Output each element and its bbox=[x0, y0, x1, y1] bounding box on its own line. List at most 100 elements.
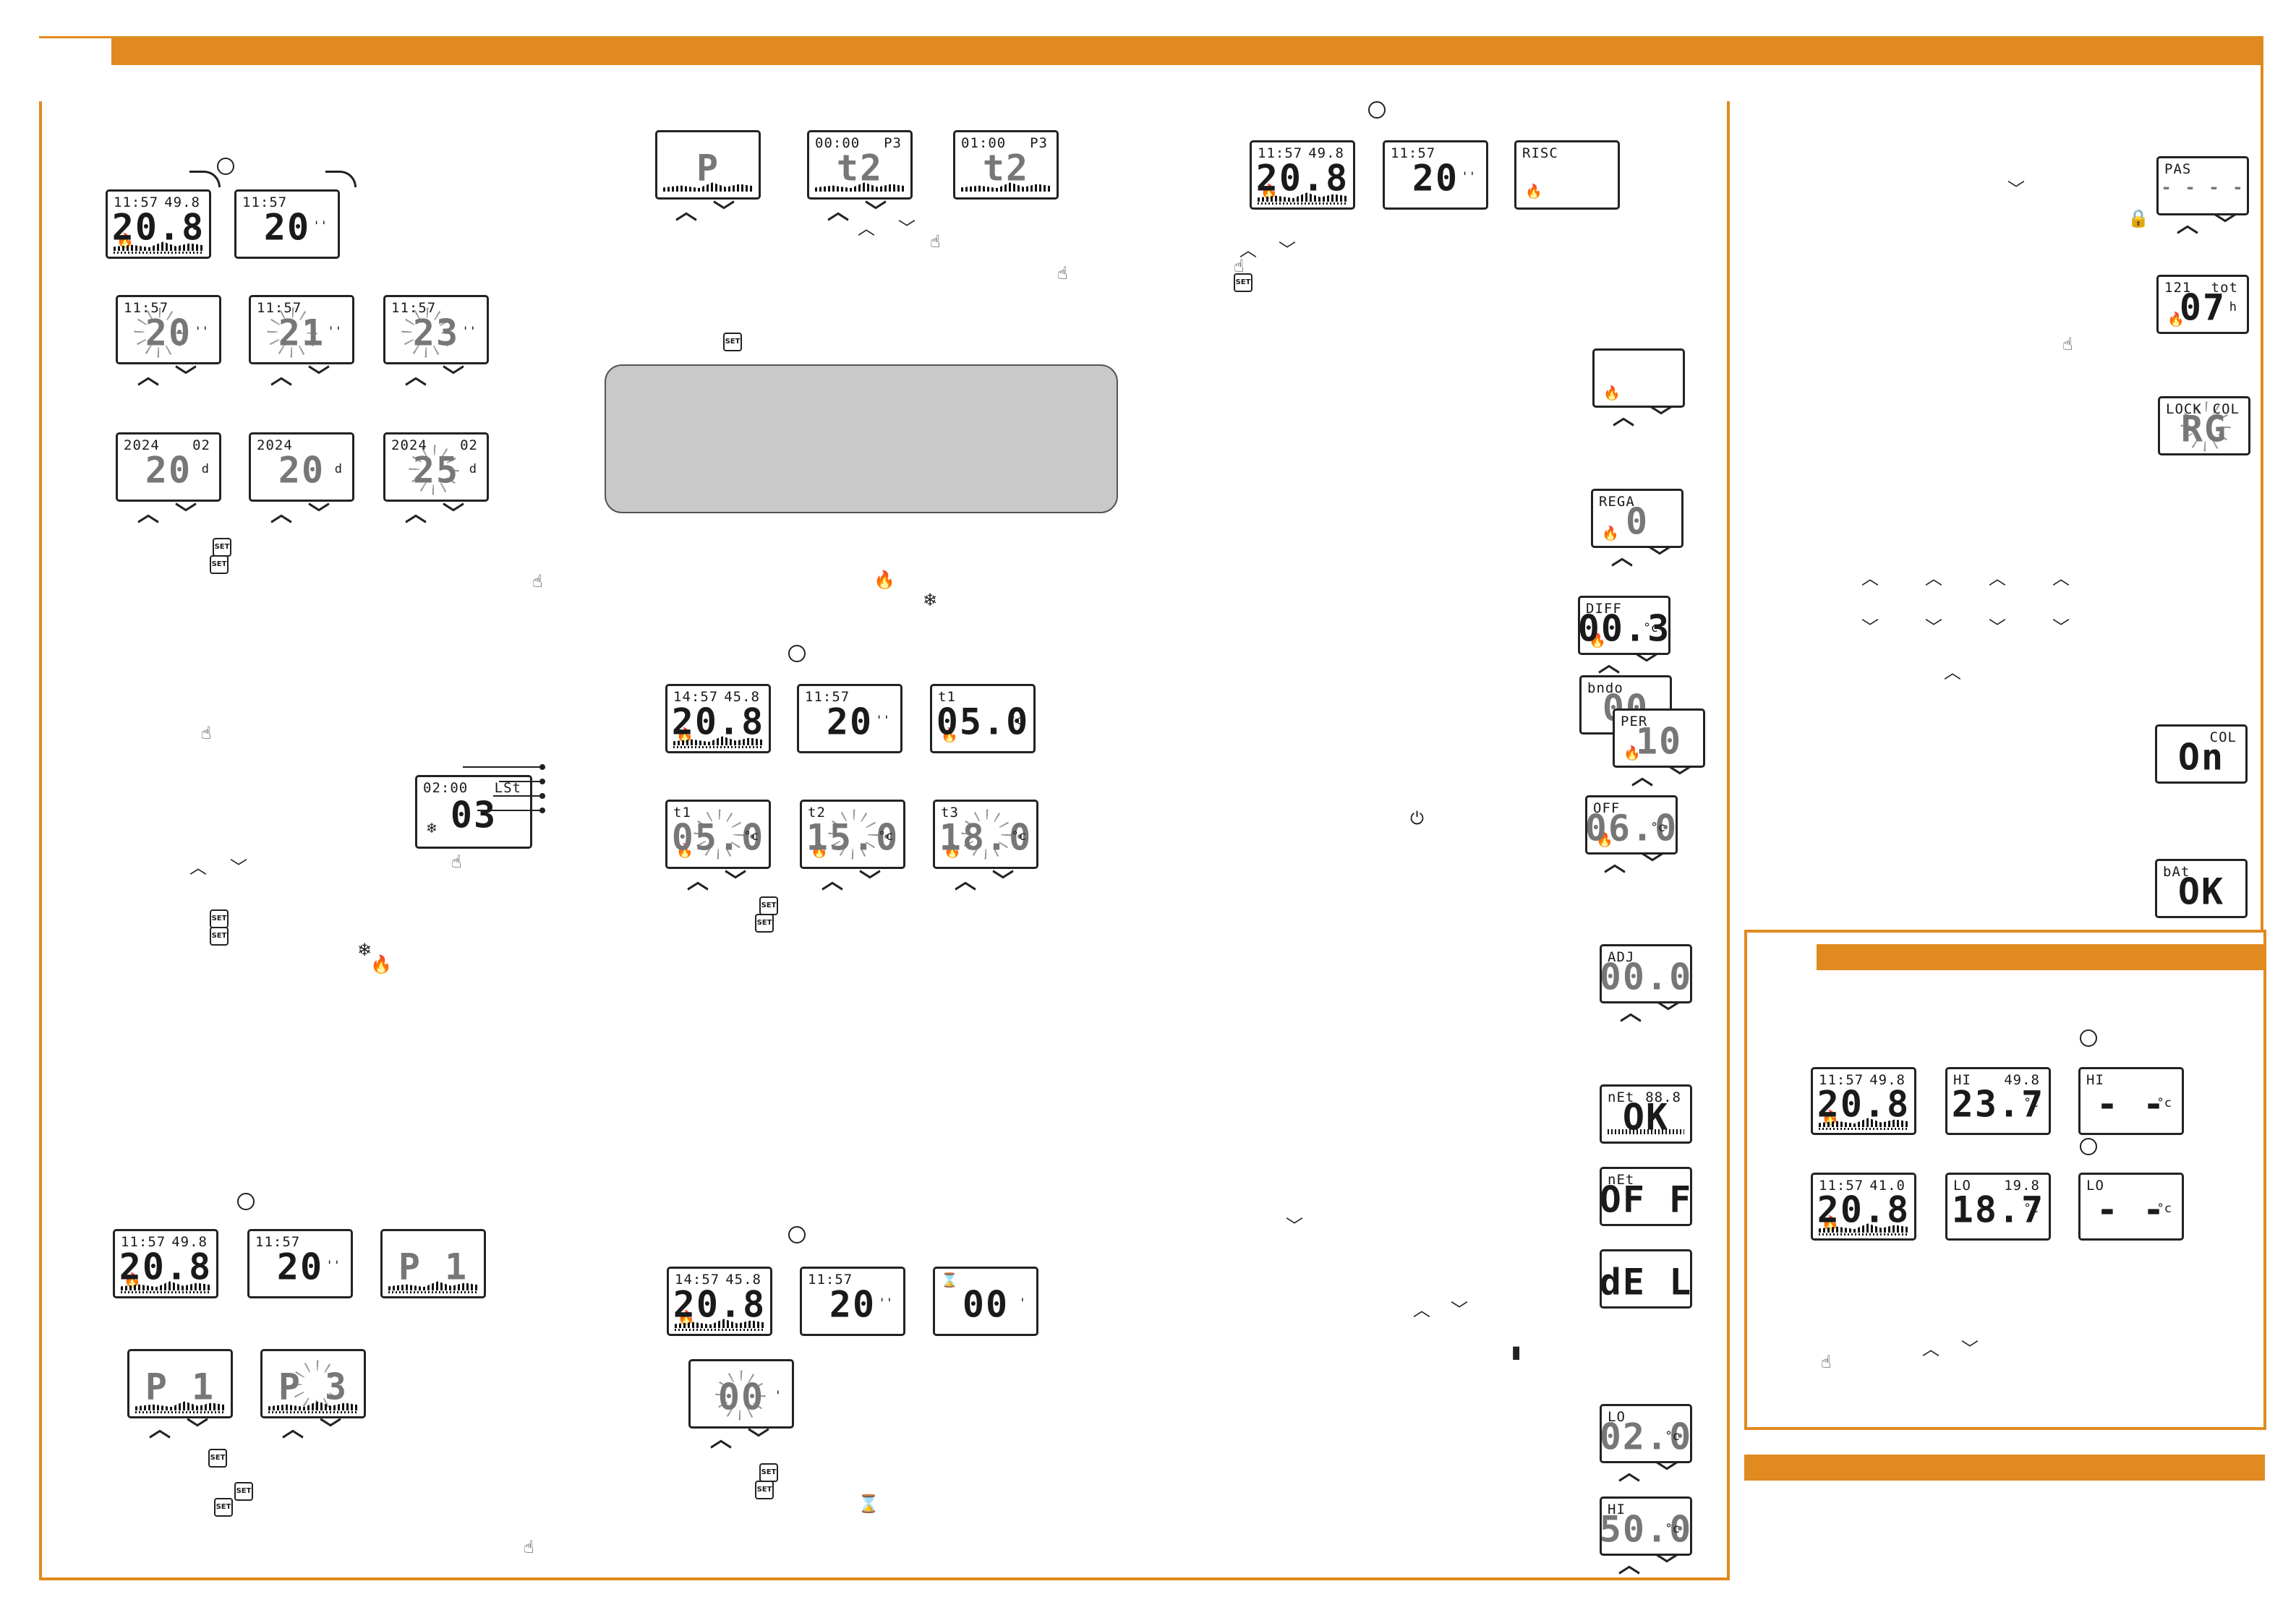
up-down-arrows[interactable]: ︿﹀ bbox=[1604, 852, 1679, 877]
lcd-label: PER bbox=[1621, 714, 1648, 729]
up-down-arrows[interactable]: ︿﹀ bbox=[137, 502, 213, 527]
hand-icon[interactable]: ☝ bbox=[532, 571, 543, 591]
up-down-arrows[interactable]: ︿﹀ bbox=[270, 502, 346, 527]
lcd-screen: 11:57 20 '' bbox=[234, 189, 340, 259]
lcd-screen: ⌛ 00 ' bbox=[933, 1267, 1038, 1336]
program-ticks bbox=[673, 746, 763, 748]
set-button-icon[interactable]: SET bbox=[759, 1463, 778, 1482]
set-button-icon[interactable]: SET bbox=[213, 538, 231, 557]
up-down-arrows[interactable]: ︿﹀ bbox=[405, 502, 480, 527]
chevron-up-icon[interactable]: ︿ bbox=[1413, 1300, 1430, 1320]
chevron-up-icon[interactable]: ︿ bbox=[858, 218, 875, 239]
chevron-down-icon[interactable]: ﹀ bbox=[1861, 617, 1879, 638]
hand-icon[interactable]: ☝ bbox=[1821, 1352, 1832, 1372]
up-down-arrows[interactable]: ︿﹀ bbox=[405, 364, 480, 390]
lcd-unit: °c bbox=[2156, 1095, 2172, 1110]
up-down-arrows[interactable]: ︿﹀ bbox=[710, 1427, 785, 1452]
up-down-arrows[interactable]: ︿﹀ bbox=[821, 869, 897, 894]
lcd-value: P 1 bbox=[398, 1246, 469, 1288]
blink-rays bbox=[134, 307, 184, 358]
set-button-icon[interactable]: SET bbox=[723, 333, 742, 351]
flame-icon: 🔥 bbox=[944, 842, 961, 859]
lcd-screen: 11:57 20 '' bbox=[800, 1267, 905, 1336]
step-circle bbox=[2080, 1029, 2097, 1047]
chevron-down-icon[interactable]: ﹀ bbox=[2052, 617, 2070, 638]
chevron-down-icon[interactable]: ﹀ bbox=[2007, 179, 2025, 200]
chevron-up-icon[interactable]: ︿ bbox=[1861, 568, 1879, 588]
chevron-up-icon[interactable]: ︿ bbox=[1922, 1339, 1939, 1359]
up-down-arrows[interactable]: ︿﹀ bbox=[282, 1417, 357, 1442]
chevron-down-icon[interactable]: ﹀ bbox=[898, 218, 916, 239]
up-down-arrows[interactable]: ︿﹀ bbox=[1631, 765, 1707, 790]
lcd-label: OFF bbox=[1593, 800, 1621, 816]
hand-icon[interactable]: ☝ bbox=[930, 231, 941, 252]
lcd-unit: '' bbox=[875, 713, 890, 728]
chevron-down-icon[interactable]: ﹀ bbox=[1961, 1339, 1979, 1359]
set-button-icon[interactable]: SET bbox=[214, 1498, 233, 1517]
up-down-arrows[interactable]: ︿﹀ bbox=[137, 364, 213, 390]
power-icon[interactable]: ⏻ bbox=[1410, 808, 1424, 828]
up-down-arrows[interactable]: ︿﹀ bbox=[1618, 1460, 1694, 1486]
lcd-label: tot bbox=[2211, 280, 2238, 296]
lcd-screen: P 1 bbox=[380, 1229, 486, 1298]
set-button-icon[interactable]: SET bbox=[210, 927, 229, 946]
up-down-arrows[interactable]: ︿﹀ bbox=[687, 869, 762, 894]
chevron-up-icon[interactable]: ︿ bbox=[2052, 568, 2070, 588]
set-button-icon[interactable]: SET bbox=[759, 896, 778, 915]
chevron-up-icon[interactable]: ︿ bbox=[1944, 662, 1961, 682]
flame-icon: 🔥 bbox=[676, 842, 694, 859]
lcd-clock: 11:57 bbox=[1258, 145, 1303, 161]
up-down-arrows[interactable]: ︿﹀ bbox=[1618, 1553, 1694, 1578]
lcd-humidity: 45.8 bbox=[725, 1272, 761, 1288]
set-button-icon[interactable]: SET bbox=[755, 914, 774, 933]
snowflake-icon: ❄ bbox=[426, 820, 438, 836]
chevron-down-icon[interactable]: ﹀ bbox=[1451, 1300, 1468, 1320]
up-down-arrows[interactable]: ︿﹀ bbox=[149, 1417, 224, 1442]
chevron-up-icon[interactable]: ︿ bbox=[1989, 568, 2006, 588]
chevron-up-icon[interactable]: ︿ bbox=[1239, 240, 1257, 260]
up-down-arrows[interactable]: ︿﹀ bbox=[270, 364, 346, 390]
hand-icon[interactable]: ☝ bbox=[1057, 263, 1068, 283]
chevron-down-icon[interactable]: ﹀ bbox=[1925, 617, 1942, 638]
header-accent bbox=[39, 36, 111, 38]
snowflake-icon: ❄ bbox=[357, 940, 372, 960]
up-down-arrows[interactable]: ︿﹀ bbox=[827, 200, 902, 225]
up-down-arrows[interactable]: ︿﹀ bbox=[2177, 213, 2252, 238]
set-button-icon[interactable]: SET bbox=[755, 1481, 774, 1499]
up-down-arrows[interactable]: ︿﹀ bbox=[1611, 545, 1686, 570]
set-button-icon[interactable]: SET bbox=[210, 555, 229, 574]
up-down-arrows[interactable]: ︿﹀ bbox=[1613, 405, 1688, 430]
lcd-value: 06.0 bbox=[1585, 807, 1678, 849]
chevron-down-icon[interactable]: ﹀ bbox=[230, 857, 247, 878]
hand-icon[interactable]: ☝ bbox=[201, 723, 212, 743]
chevron-up-icon[interactable]: ︿ bbox=[189, 857, 207, 878]
hand-icon[interactable]: ☝ bbox=[451, 852, 462, 872]
set-button-icon[interactable]: SET bbox=[234, 1482, 253, 1501]
up-down-arrows[interactable]: ︿﹀ bbox=[1620, 1001, 1695, 1026]
chevron-down-icon[interactable]: ﹀ bbox=[1989, 617, 2006, 638]
up-down-arrows[interactable]: ︿﹀ bbox=[1598, 652, 1673, 677]
up-down-arrows[interactable]: ︿﹀ bbox=[675, 200, 751, 225]
set-button-icon[interactable]: SET bbox=[208, 1449, 227, 1468]
lcd-value: 50.0 bbox=[1600, 1508, 1692, 1551]
chevron-down-icon[interactable]: ﹀ bbox=[1286, 1216, 1303, 1236]
set-button-icon[interactable]: SET bbox=[210, 909, 229, 928]
program-ticks bbox=[388, 1291, 478, 1293]
flame-icon: 🔥 bbox=[1589, 633, 1606, 649]
hand-icon[interactable]: ☝ bbox=[1234, 256, 1245, 276]
chevron-down-icon[interactable]: ﹀ bbox=[1279, 240, 1296, 260]
lcd-clock: 11:57 bbox=[1819, 1178, 1864, 1194]
chevron-up-icon[interactable]: ︿ bbox=[1925, 568, 1942, 588]
lcd-screen: OFF 🔥 06.0 °c bbox=[1585, 795, 1678, 855]
lcd-date: 2024 bbox=[391, 437, 427, 453]
lcd-unit: '' bbox=[312, 218, 328, 234]
header-bar bbox=[111, 36, 2263, 65]
hand-icon[interactable]: ☝ bbox=[2062, 334, 2073, 354]
lcd-screen: 11:57 49.8 🔥 20.8 bbox=[1811, 1067, 1916, 1135]
lcd-screen: 11:57 20 '' bbox=[116, 295, 221, 364]
set-button-icon[interactable]: SET bbox=[1234, 273, 1252, 292]
lcd-clock: 11:57 bbox=[805, 689, 850, 705]
up-down-arrows[interactable]: ︿﹀ bbox=[955, 869, 1030, 894]
lcd-clock: 00:00 bbox=[815, 135, 861, 151]
hand-icon[interactable]: ☝ bbox=[524, 1537, 534, 1557]
